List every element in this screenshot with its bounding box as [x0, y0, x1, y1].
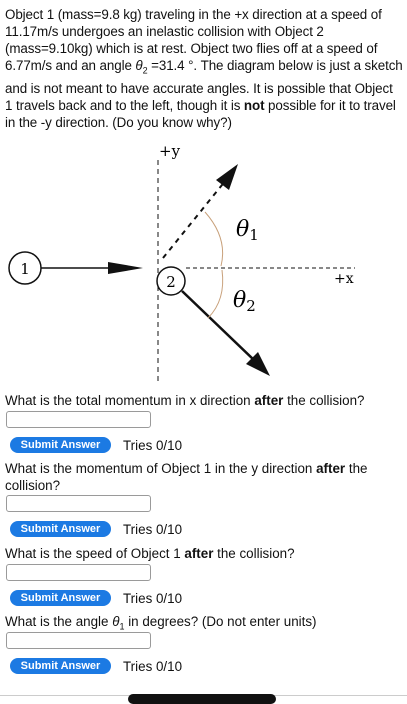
question-4-theta-subscript: 1 [119, 621, 125, 632]
theta2-symbol: θ [233, 288, 246, 313]
question-2-bold: after [316, 461, 346, 476]
object-1-direction-arrowhead [216, 164, 238, 190]
question-3-submit-button[interactable]: Submit Answer [10, 590, 111, 606]
question-4-tries: Tries 0/10 [123, 659, 183, 674]
question-4-post: in degrees? (Do not enter units) [124, 614, 317, 629]
problem-statement: Object 1 (mass=9.8 kg) traveling in the … [5, 6, 403, 131]
theta1-subscript: 1 [249, 226, 259, 244]
question-1-answer-input[interactable] [6, 411, 151, 428]
question-2-text: What is the momentum of Object 1 in the … [5, 460, 403, 494]
question-3-answer-input[interactable] [6, 564, 151, 581]
question-2-tries: Tries 0/10 [123, 522, 183, 537]
incoming-arrowhead [108, 262, 143, 274]
object-1-label: 1 [20, 260, 30, 278]
problem-text-2: =31.4 °. The diagram below is just a ske… [5, 58, 403, 113]
object-2-label: 2 [166, 273, 176, 291]
question-4-text: What is the angle θ1 in degrees? (Do not… [5, 613, 403, 636]
theta2-label: θ2 [233, 288, 256, 315]
question-1-text: What is the total momentum in x directio… [5, 392, 403, 409]
theta1-symbol: θ [236, 217, 249, 242]
question-4-theta-symbol: θ [112, 614, 120, 629]
scroll-handle[interactable] [128, 694, 276, 704]
x-axis-label: +x [334, 271, 354, 287]
theta2-symbol: θ [135, 58, 143, 73]
question-4-submit-button[interactable]: Submit Answer [10, 658, 111, 674]
question-1-submit-button[interactable]: Submit Answer [10, 437, 111, 453]
question-3-pre: What is the speed of Object 1 [5, 546, 185, 561]
question-1-tries: Tries 0/10 [123, 438, 183, 453]
theta2-subscript: 2 [246, 297, 256, 315]
question-2-answer-input[interactable] [6, 495, 151, 512]
question-1-bold: after [254, 393, 284, 408]
question-3-bold: after [184, 546, 214, 561]
question-4-pre: What is the angle [5, 614, 113, 629]
object-2-circle [156, 266, 186, 296]
question-4-answer-input[interactable] [6, 632, 151, 649]
theta2-subscript: 2 [142, 65, 148, 76]
object-1-direction-arrow [162, 179, 227, 259]
question-3-tries: Tries 0/10 [123, 591, 183, 606]
question-2-pre: What is the momentum of Object 1 in the … [5, 461, 317, 476]
question-1-post: the collision? [283, 393, 365, 408]
question-1-pre: What is the total momentum in x directio… [5, 393, 255, 408]
object-2-direction-arrow [181, 290, 257, 363]
question-3-text: What is the speed of Object 1 after the … [5, 545, 403, 562]
theta2-arc [207, 269, 224, 319]
collision-diagram: +y +x 1 2 θ1 θ2 [8, 142, 355, 385]
question-3-post: the collision? [213, 546, 295, 561]
not-emphasis: not [243, 97, 265, 113]
theta1-label: θ1 [236, 217, 259, 244]
object-2-direction-arrowhead [246, 352, 270, 376]
problem-text-3: possible for it to travel in the -y dire… [5, 97, 396, 130]
problem-text-1: Object 1 (mass=9.8 kg) traveling in the … [5, 7, 382, 73]
question-2-submit-button[interactable]: Submit Answer [10, 521, 111, 537]
y-axis-label: +y [159, 142, 181, 160]
theta1-arc [204, 211, 224, 267]
question-2-post: the collision? [5, 461, 368, 493]
